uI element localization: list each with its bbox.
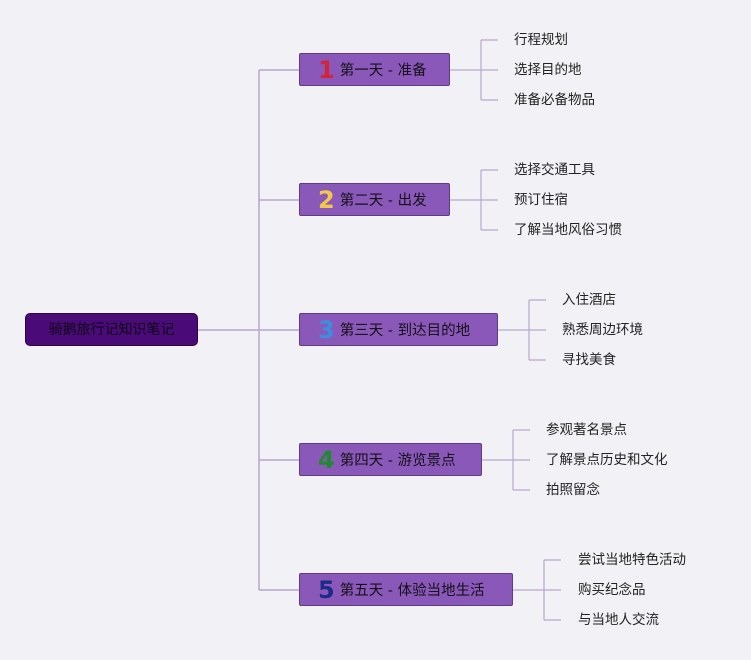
subtopic-item[interactable]: 与当地人交流 — [578, 612, 659, 628]
topic-day-1[interactable]: 1 第一天 - 准备 — [299, 53, 450, 86]
subtopic-item[interactable]: 参观著名景点 — [546, 422, 627, 438]
sub-connector-4 — [482, 429, 530, 491]
subtopic-item[interactable]: 尝试当地特色活动 — [578, 552, 686, 568]
subtopic-item[interactable]: 了解当地风俗习惯 — [514, 222, 622, 238]
topic-day-4[interactable]: 4 第四天 - 游览景点 — [299, 443, 482, 476]
sub-connector-5 — [513, 559, 561, 621]
subtopic-item[interactable]: 熟悉周边环境 — [562, 322, 643, 338]
topic-label: 第二天 - 出发 — [339, 193, 427, 209]
number-4-icon: 4 — [318, 445, 335, 474]
subtopic-item[interactable]: 预订住宿 — [514, 192, 568, 208]
subtopic-item[interactable]: 行程规划 — [514, 32, 568, 48]
subtopic-item[interactable]: 准备必备物品 — [514, 92, 595, 108]
subtopic-item[interactable]: 选择目的地 — [514, 62, 582, 78]
topic-day-5[interactable]: 5 第五天 - 体验当地生活 — [299, 573, 513, 606]
topic-label: 第一天 - 准备 — [339, 63, 427, 79]
number-5-icon: 5 — [318, 575, 335, 604]
number-1-icon: 1 — [318, 55, 335, 84]
sub-connector-1 — [450, 39, 498, 101]
subtopic-item[interactable]: 选择交通工具 — [514, 162, 595, 178]
number-3-icon: 3 — [318, 315, 335, 344]
number-2-icon: 2 — [318, 185, 335, 214]
sub-connector-3 — [498, 299, 546, 361]
subtopic-item[interactable]: 入住酒店 — [562, 292, 616, 308]
subtopic-item[interactable]: 了解景点历史和文化 — [546, 452, 668, 468]
sub-connector-2 — [450, 169, 498, 231]
topic-label: 第三天 - 到达目的地 — [339, 323, 471, 339]
topic-day-2[interactable]: 2 第二天 - 出发 — [299, 183, 450, 216]
topic-label: 第五天 - 体验当地生活 — [339, 583, 485, 599]
root-topic[interactable]: 骑鹅旅行记知识笔记 — [25, 313, 198, 346]
subtopic-item[interactable]: 拍照留念 — [546, 482, 600, 498]
topic-day-3[interactable]: 3 第三天 - 到达目的地 — [299, 313, 498, 346]
topic-label: 第四天 - 游览景点 — [339, 453, 456, 469]
subtopic-item[interactable]: 寻找美食 — [562, 352, 616, 368]
subtopic-item[interactable]: 购买纪念品 — [578, 582, 646, 598]
